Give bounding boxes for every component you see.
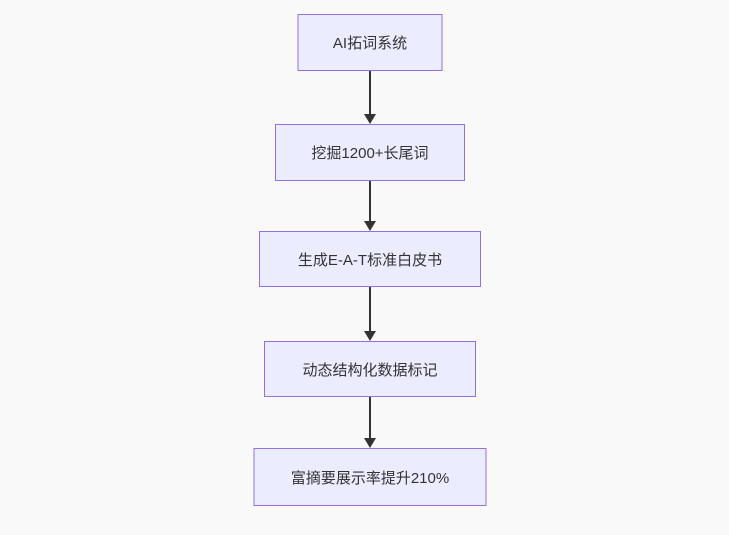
arrowhead-down-icon: [364, 114, 376, 124]
flowchart-node-longtail-mining: 挖掘1200+长尾词: [275, 124, 465, 181]
edge-line: [369, 287, 371, 332]
flowchart-node-eat-whitepaper: 生成E-A-T标准白皮书: [259, 231, 481, 287]
flowchart-edge-4: [363, 397, 377, 448]
node-label: 动态结构化数据标记: [302, 361, 438, 379]
flowchart-node-ai-expansion: AI拓词系统: [297, 14, 443, 71]
arrowhead-down-icon: [364, 438, 376, 448]
flowchart-node-rich-snippet-result: 富摘要展示率提升210%: [253, 448, 487, 506]
arrowhead-down-icon: [364, 331, 376, 341]
edge-line: [369, 71, 371, 115]
flowchart-edge-2: [363, 181, 377, 231]
arrowhead-down-icon: [364, 221, 376, 231]
node-label: 挖掘1200+长尾词: [311, 145, 429, 162]
node-label: 富摘要展示率提升210%: [290, 469, 450, 487]
edge-line: [369, 181, 371, 222]
flowchart-edge-3: [363, 287, 377, 341]
node-label: 生成E-A-T标准白皮书: [297, 251, 443, 269]
edge-line: [369, 397, 371, 439]
flowchart-edge-1: [363, 71, 377, 124]
flowchart-node-structured-data: 动态结构化数据标记: [264, 341, 476, 397]
node-label: AI拓词系统: [332, 35, 408, 52]
